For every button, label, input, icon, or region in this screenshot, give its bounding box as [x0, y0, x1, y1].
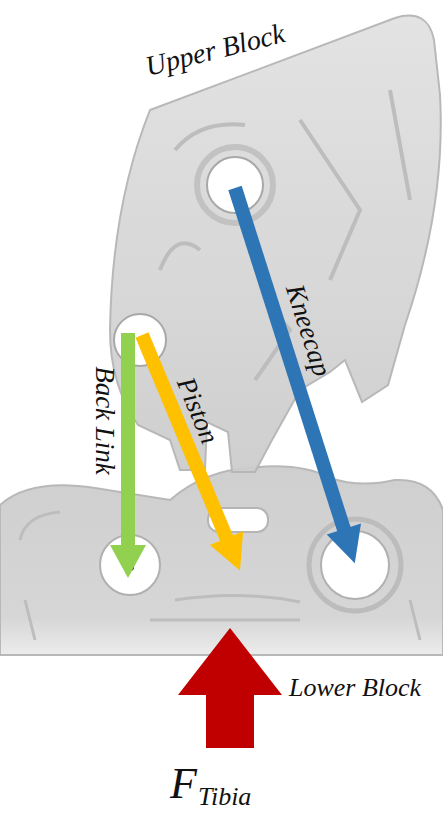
upper-block-body: [110, 16, 441, 472]
part-label: Back Link: [91, 366, 118, 475]
piston-arrow: [125, 328, 256, 577]
force-arrow: [178, 628, 282, 748]
lower-block-ring: [309, 519, 401, 611]
part-label: Lower Block: [289, 675, 421, 701]
kneecap-arrow: [218, 183, 372, 569]
force-symbol: F: [170, 762, 197, 806]
upper-block-ring: [197, 147, 273, 223]
force-subscript: Tibia: [198, 784, 251, 810]
lower-block-body: [0, 466, 443, 655]
